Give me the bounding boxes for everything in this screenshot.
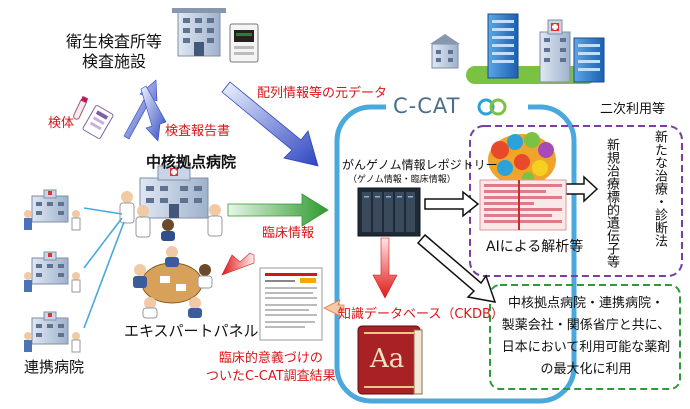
core-hospital-building-icon (119, 165, 223, 241)
outcome-text: 中核拠点病院・連携病院・ 製薬会社・関係省庁と共に、 日本において利用可能な薬剤… (501, 296, 671, 377)
sequence-data-arrow (221, 81, 319, 167)
secondary-use-label: 二次利用等 (600, 102, 666, 117)
ai-output-arrow (565, 175, 599, 203)
ckdb-label: 知識データベース（CKDB） (338, 307, 504, 322)
outcome-arrow (416, 233, 497, 303)
specimen-tube-icon (73, 95, 89, 120)
ccat-results-label: 臨床的意義づけの ついたC-CAT調査結果 (206, 351, 336, 384)
test-kit-icon (82, 105, 114, 139)
results-return-arrow (221, 252, 255, 276)
new-biomarker-label: 新規治療標的遺伝子等 (604, 138, 619, 268)
clinical-info-label: 臨床情報 (262, 226, 315, 241)
new-therapy-label: 新たな治療・診断法 (652, 130, 667, 247)
ckdb-link-arrow (323, 299, 345, 317)
ccat-logo-text: C-CAT (393, 94, 461, 118)
specimen-label: 検体 (48, 116, 75, 131)
sequencer-machine-icon (229, 23, 259, 63)
report-flow-arrow (140, 85, 167, 142)
sequence-data-label: 配列情報等の元データ (257, 86, 388, 101)
core-hospital-label: 中核拠点病院 (146, 153, 237, 171)
testing-facility-label: 衛生検査所等 検査施設 (66, 32, 163, 71)
knowledge-book-icon (357, 325, 423, 395)
repository-title: がんゲノム情報レポジトリー (342, 158, 498, 172)
genome-repository-server-icon (357, 187, 421, 237)
genome-analysis-chart-icon (479, 179, 567, 231)
test-report-label: 検査報告書 (165, 124, 231, 139)
ccat-logo-icon (386, 92, 528, 122)
partner-hospital-building-icon (24, 189, 81, 353)
ccat-report-document-icon (259, 267, 323, 341)
secondary-use-buildings-icon (430, 13, 605, 84)
network-link-lines (83, 207, 125, 329)
ai-analysis-label: AIによる解析等 (486, 239, 584, 255)
clinical-info-arrow (227, 193, 329, 227)
outcome-box (489, 284, 681, 390)
book-glyph: Aa (370, 344, 405, 374)
expert-panel-meeting-icon (133, 246, 213, 319)
partner-hospital-label: 連携病院 (24, 358, 85, 376)
expert-panel-label: エキスパートパネル (124, 322, 259, 340)
analysis-input-arrow (424, 190, 480, 218)
repository-subtitle: （ゲノム情報・臨床情報） (348, 175, 456, 185)
knowledge-db-arrow (372, 237, 398, 299)
testing-facility-building-icon (172, 8, 226, 57)
ai-brain-icon (488, 132, 556, 186)
